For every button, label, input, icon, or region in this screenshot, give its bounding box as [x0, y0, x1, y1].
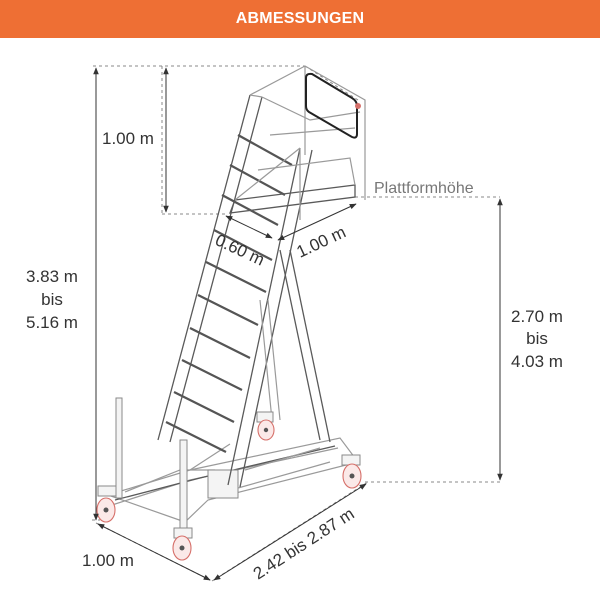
label-platform-height-1: 2.70 m: [511, 307, 563, 326]
dim-platform-depth: [225, 215, 273, 239]
rear-leg: [259, 249, 331, 443]
label-top-rail-height: 1.00 m: [102, 129, 154, 148]
label-base-width: 1.00 m: [82, 551, 134, 570]
wheel-front-right: [172, 527, 193, 561]
wheel-rear-left: [256, 411, 275, 441]
label-total-height-2: bis: [41, 290, 63, 309]
label-platform: Plattformhöhe: [374, 180, 474, 197]
label-platform-depth: 0.60 m: [212, 230, 267, 269]
safety-handle: [305, 72, 358, 139]
wheel-front-left: [96, 485, 117, 523]
wheel-rear-right: [341, 454, 362, 489]
dimension-lines: [93, 67, 503, 581]
support-post: [115, 397, 123, 499]
header-bar: ABMESSUNGEN: [0, 0, 600, 38]
dim-base-width: [97, 523, 211, 581]
ladder-drawing: [96, 65, 366, 561]
header-title: ABMESSUNGEN: [235, 10, 365, 27]
platform: [229, 65, 366, 220]
handle-marker: [355, 103, 361, 109]
label-total-height-3: 5.16 m: [26, 313, 78, 332]
left-stringer: [157, 94, 263, 443]
dim-base-length: [213, 483, 367, 581]
label-platform-height-2: bis: [526, 329, 548, 348]
label-platform-height-3: 4.03 m: [511, 352, 563, 371]
label-total-height-1: 3.83 m: [26, 267, 78, 286]
dim-platform-width: [277, 203, 357, 241]
label-platform-width: 1.00 m: [294, 222, 349, 261]
label-base-length: 2.42 bis 2.87 m: [250, 504, 358, 583]
ladder-steps: [165, 134, 293, 453]
